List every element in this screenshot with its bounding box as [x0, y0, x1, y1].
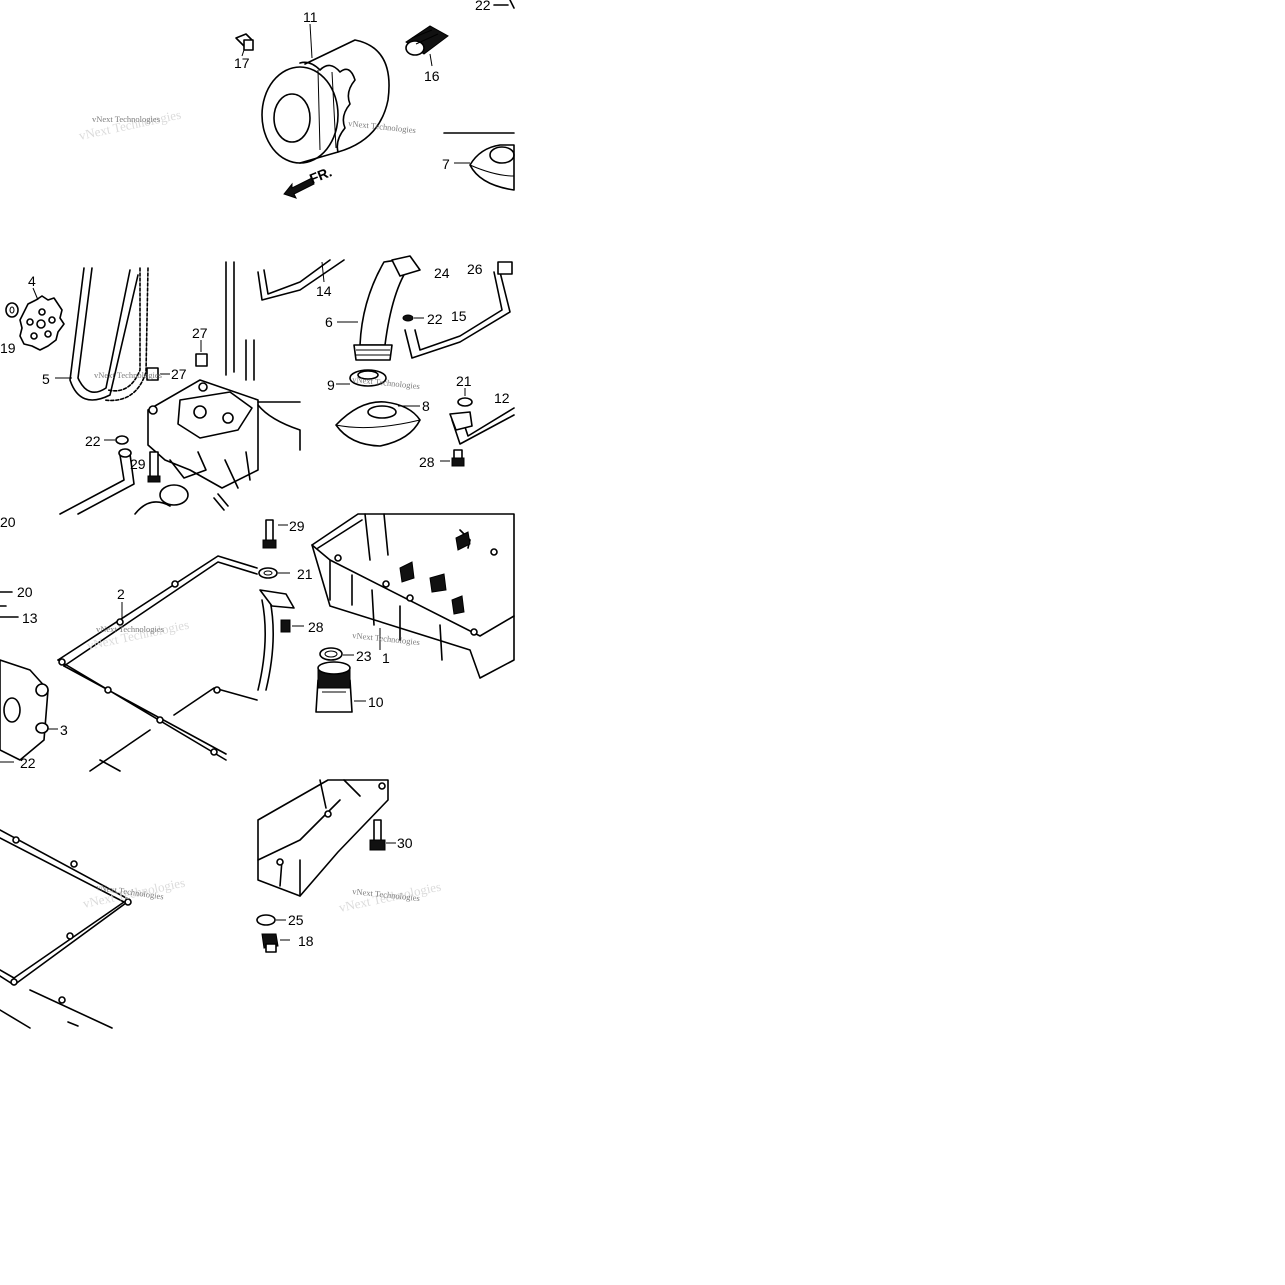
oil-pan-part-1 [257, 779, 389, 897]
tile-6-gasket: vNext Technologies vNext Technologies [0, 829, 186, 1029]
label-30: 30 [397, 835, 413, 851]
label-11: 11 [303, 9, 318, 25]
tile-1-oil-filter: FR. 11 17 16 22 7 vNext Technologies vNe… [78, 0, 515, 199]
label-27: 27 [192, 325, 208, 341]
label-6: 6 [325, 314, 333, 330]
watermark-text: vNext Technologies [352, 374, 421, 391]
label-10: 10 [368, 694, 384, 710]
tile-2-oil-pump: 4 19 5 27 27 22 29 vNext Technologies [0, 261, 301, 515]
oil-pump-body-part-3 [147, 379, 259, 489]
label-15: 15 [451, 308, 467, 324]
label-18: 18 [298, 933, 314, 949]
seal-part-9 [349, 369, 387, 387]
label-24: 24 [434, 265, 450, 281]
washer-part-23 [319, 647, 343, 661]
oil-screen-part-8 [335, 401, 421, 447]
label-9: 9 [327, 377, 335, 393]
watermark-text: vNext Technologies [78, 107, 183, 143]
label-17: 17 [234, 55, 250, 71]
pump-body-part-3 [0, 659, 49, 761]
label-22: 22 [475, 0, 491, 13]
bolt-part-30 [369, 819, 386, 851]
watermark-text: vNext Technologies [352, 630, 421, 647]
label-4: 4 [28, 273, 36, 289]
label-25: 25 [288, 912, 304, 928]
oil-pan-part-1 [311, 513, 515, 679]
label-28: 28 [308, 619, 324, 635]
label-29: 29 [130, 456, 146, 472]
tile-3-oil-strainer: 14 24 26 6 22 15 9 8 21 12 28 vNext Tech… [257, 255, 515, 470]
oil-filter-part-11 [261, 39, 390, 164]
label-16: 16 [424, 68, 440, 84]
cover-part-7 [443, 132, 515, 191]
bolt-part-17 [235, 33, 254, 51]
watermark-text: vNext Technologies [348, 118, 417, 135]
pipe-part-16 [405, 25, 449, 56]
label-28: 28 [419, 454, 435, 470]
label-19: 19 [0, 340, 16, 356]
gasket-part-2 [0, 829, 131, 986]
tile-5-oil-pan: 29 21 28 23 1 10 vNext Technologies [257, 513, 515, 713]
label-20: 20 [17, 584, 33, 600]
label-2: 2 [117, 586, 125, 602]
drain-bolt-part-18 [261, 933, 279, 953]
watermark-text: vNext Technologies [92, 114, 160, 124]
sprocket-part-4 [19, 295, 65, 351]
bolt-part-28 [280, 619, 291, 633]
watermark-text: vNext Technologies [96, 624, 164, 634]
label-7: 7 [442, 156, 450, 172]
oil-filter-part-10 [315, 661, 353, 713]
o-ring-part-21 [457, 397, 473, 407]
label-5: 5 [42, 371, 50, 387]
bolt-part-29 [262, 519, 277, 549]
label-1: 1 [382, 650, 390, 666]
gasket-part-2 [57, 555, 258, 667]
washer-part-22 [115, 435, 129, 445]
dowel-part-27 [195, 353, 208, 367]
label-12: 12 [494, 390, 510, 406]
pipe-part-14 [257, 259, 345, 301]
label-27: 27 [171, 366, 187, 382]
label-23: 23 [356, 648, 372, 664]
label-21: 21 [456, 373, 472, 389]
washer-part-19 [5, 302, 19, 318]
watermark-text: vNext Technologies [94, 370, 162, 380]
o-ring-part-21 [258, 567, 278, 579]
label-22: 22 [20, 755, 36, 771]
label-26: 26 [467, 261, 483, 277]
label-22: 22 [427, 311, 443, 327]
pipe-part-15 [404, 271, 511, 359]
tile-7-drain: 30 25 18 vNext Technologies vNext Techno… [256, 779, 442, 953]
chain-part-5 [69, 267, 149, 402]
strainer-pipe-part-6 [353, 255, 421, 361]
washer-part-25 [256, 914, 276, 926]
label-8: 8 [422, 398, 430, 414]
watermark-text: vNext Technologies [86, 617, 191, 653]
label-22: 22 [85, 433, 101, 449]
label-29: 29 [289, 518, 305, 534]
front-marker-label: FR. [307, 163, 334, 186]
bolt-part-29 [147, 451, 161, 483]
label-14: 14 [316, 283, 332, 299]
label-21: 21 [297, 566, 313, 582]
bolt-part-28 [451, 449, 465, 467]
washer-part-22 [402, 314, 414, 322]
front-arrow-icon: FR. [283, 163, 334, 199]
label-13: 13 [22, 610, 38, 626]
dowel-part-27 [146, 367, 159, 381]
label-3: 3 [60, 722, 68, 738]
tile-4-gasket: 20 20 13 2 3 22 vNext Technologies vNext… [0, 514, 258, 772]
label-20: 20 [0, 514, 16, 530]
